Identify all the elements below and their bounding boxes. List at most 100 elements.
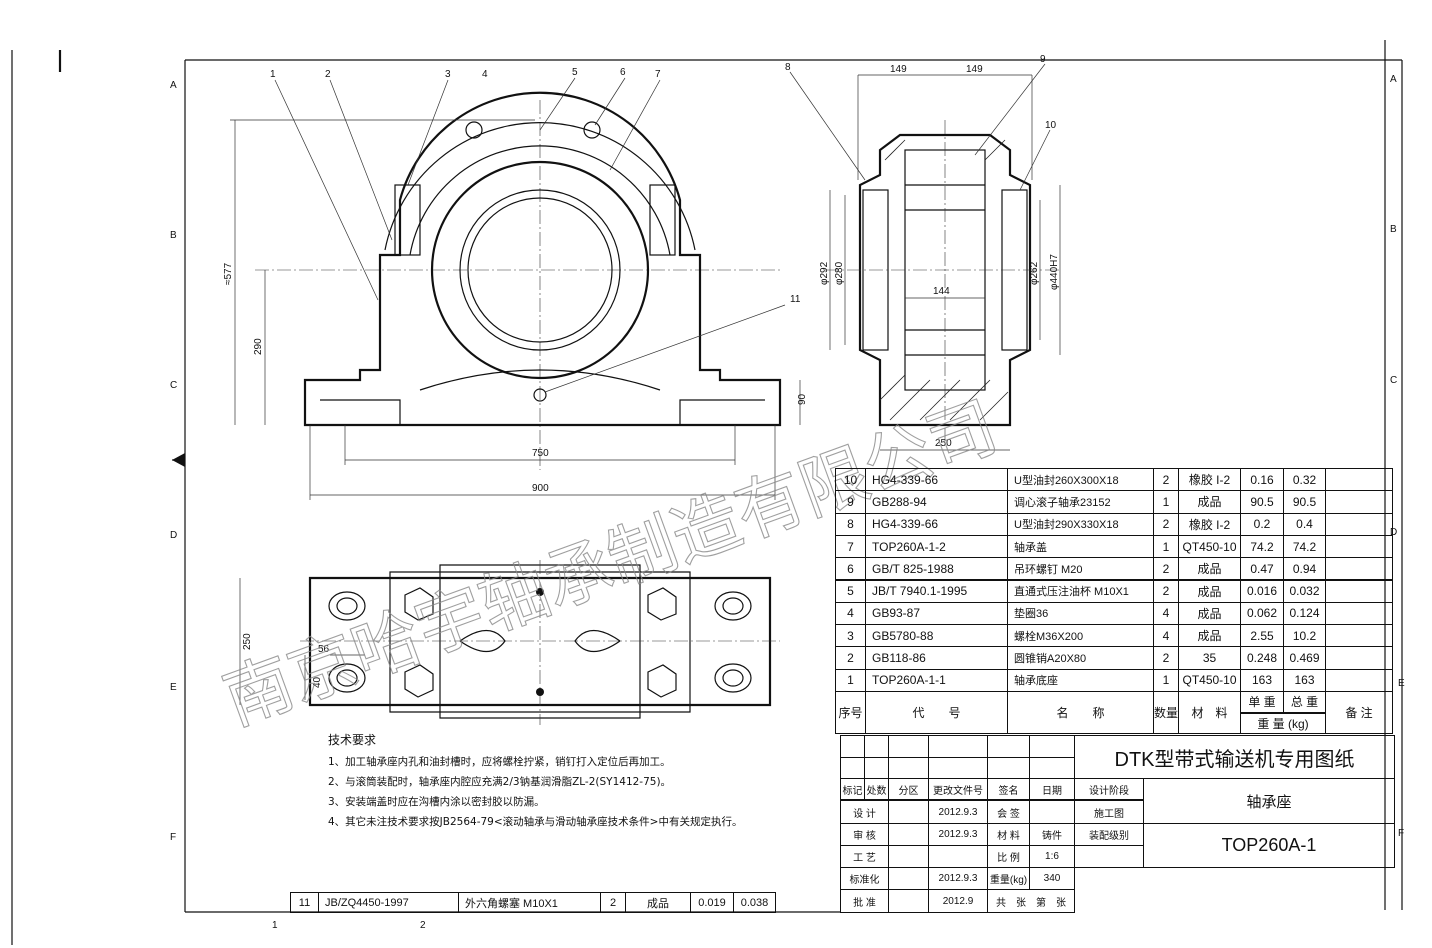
part-code-cell: HG4-339-66 bbox=[865, 512, 1008, 536]
part-total-cell: 0.469 bbox=[1283, 646, 1326, 670]
title-material-value: 铸件 bbox=[1029, 823, 1075, 846]
part-code-cell: GB5780-88 bbox=[865, 624, 1008, 648]
part-unit-cell: 0.16 bbox=[1240, 468, 1284, 492]
extra-part-material-cell: 成品 bbox=[625, 892, 691, 913]
part-total-cell: 0.4 bbox=[1283, 512, 1326, 536]
part-material-cell: 成品 bbox=[1178, 601, 1241, 626]
extra-part-name-cell: 外六角螺塞 M10X1 bbox=[458, 892, 601, 913]
header-remark: 备 注 bbox=[1325, 691, 1393, 734]
part-qty-cell: 4 bbox=[1153, 601, 1179, 626]
revision-cell bbox=[840, 735, 865, 758]
part-unit-cell: 0.47 bbox=[1240, 557, 1284, 581]
part-no-cell: 2 bbox=[835, 646, 866, 670]
svg-text:1: 1 bbox=[270, 69, 276, 80]
part-name-cell: 圆锥销A20X80 bbox=[1007, 646, 1154, 670]
part-material-cell: 橡胶 I-2 bbox=[1178, 512, 1241, 536]
part-qty-cell: 1 bbox=[1153, 490, 1179, 514]
part-code-cell: GB288-94 bbox=[865, 490, 1008, 514]
part-name-cell: U型油封260X300X18 bbox=[1007, 468, 1154, 492]
svg-text:149: 149 bbox=[890, 64, 907, 75]
part-code-cell: TOP260A-1-1 bbox=[865, 668, 1008, 692]
svg-text:4: 4 bbox=[482, 69, 488, 80]
header-total-weight: 总 重 bbox=[1283, 691, 1326, 713]
revision-header: 日期 bbox=[1029, 778, 1075, 800]
part-material-cell: 成品 bbox=[1178, 579, 1241, 603]
extra-part-unit-cell: 0.019 bbox=[690, 892, 734, 913]
svg-text:E: E bbox=[1398, 678, 1405, 689]
svg-text:3: 3 bbox=[445, 69, 451, 80]
svg-text:8: 8 bbox=[785, 62, 791, 73]
svg-text:144: 144 bbox=[933, 286, 950, 297]
revision-cell bbox=[928, 757, 988, 779]
svg-text:10: 10 bbox=[1045, 120, 1057, 131]
signature-cell bbox=[888, 889, 929, 913]
header-qty: 数量 bbox=[1153, 691, 1179, 734]
part-total-cell: 0.94 bbox=[1283, 557, 1326, 581]
svg-text:C: C bbox=[1390, 375, 1397, 386]
signature-cell bbox=[888, 845, 929, 868]
revision-cell bbox=[864, 735, 889, 758]
signature-cell bbox=[888, 867, 929, 890]
part-material-cell: QT450-10 bbox=[1178, 668, 1241, 692]
revision-header: 处数 bbox=[864, 778, 889, 800]
signature-cell bbox=[888, 800, 929, 824]
side-section-view: 149 149 250 φ292 φ280 φ262 φ440H7 144 8 … bbox=[785, 54, 1061, 451]
svg-text:A: A bbox=[170, 80, 177, 91]
revision-cell bbox=[987, 757, 1030, 779]
revision-cell bbox=[1029, 757, 1075, 779]
design-stage-label: 设计阶段 bbox=[1074, 778, 1144, 800]
svg-text:D: D bbox=[1390, 527, 1397, 538]
svg-text:6: 6 bbox=[620, 67, 626, 78]
svg-text:90: 90 bbox=[797, 393, 808, 405]
title-material-label: 材 料 bbox=[987, 823, 1030, 846]
part-remark-cell bbox=[1325, 534, 1393, 559]
svg-text:750: 750 bbox=[532, 448, 549, 459]
part-material-cell: 成品 bbox=[1178, 624, 1241, 648]
part-unit-cell: 74.2 bbox=[1240, 534, 1284, 559]
extra-part-total-cell: 0.038 bbox=[733, 892, 776, 913]
part-name: 轴承座 bbox=[1143, 778, 1395, 824]
part-unit-cell: 90.5 bbox=[1240, 490, 1284, 514]
title-design-date: 2012.9.3 bbox=[928, 800, 988, 824]
part-qty-cell: 2 bbox=[1153, 468, 1179, 492]
title-standard-date: 2012.9.3 bbox=[928, 867, 988, 890]
header-material: 材 料 bbox=[1178, 691, 1241, 734]
title-weight-label: 重量(kg) bbox=[987, 867, 1030, 890]
part-name-cell: 调心滚子轴承23152 bbox=[1007, 490, 1154, 514]
note-item: 1、加工轴承座内孔和油封槽时，应将螺栓拧紧，销钉打入定位后再加工。 bbox=[328, 756, 671, 768]
part-unit-cell: 0.016 bbox=[1240, 579, 1284, 603]
note-item: 3、安装端盖时应在沟槽内涂以密封胶以防漏。 bbox=[328, 796, 545, 808]
part-name-cell: 轴承盖 bbox=[1007, 534, 1154, 559]
title-review-date: 2012.9.3 bbox=[928, 823, 988, 846]
revision-cell bbox=[1029, 735, 1075, 758]
drawing-number: TOP260A-1 bbox=[1143, 823, 1395, 868]
part-total-cell: 74.2 bbox=[1283, 534, 1326, 559]
svg-text:D: D bbox=[170, 530, 177, 541]
part-qty-cell: 2 bbox=[1153, 557, 1179, 581]
part-no-cell: 5 bbox=[835, 579, 866, 603]
title-weight: 340 bbox=[1029, 867, 1075, 890]
note-item: 4、其它未注技术要求按JB2564-79<滚动轴承与滑动轴承座技术条件>中有关规… bbox=[328, 816, 743, 828]
part-total-cell: 0.032 bbox=[1283, 579, 1326, 603]
part-no-cell: 4 bbox=[835, 601, 866, 626]
part-qty-cell: 2 bbox=[1153, 579, 1179, 603]
svg-text:φ262: φ262 bbox=[1029, 261, 1040, 285]
svg-text:C: C bbox=[170, 380, 177, 391]
part-name-cell: U型油封290X330X18 bbox=[1007, 512, 1154, 536]
part-total-cell: 0.124 bbox=[1283, 601, 1326, 626]
title-scale: 1:6 bbox=[1029, 845, 1075, 868]
part-remark-cell bbox=[1325, 512, 1393, 536]
svg-text:40: 40 bbox=[312, 676, 323, 688]
title-scale-label: 比 例 bbox=[987, 845, 1030, 868]
part-remark-cell bbox=[1325, 557, 1393, 581]
extra-part-no-cell: 11 bbox=[290, 892, 319, 913]
header-weight-kg: 重 量 (kg) bbox=[1240, 712, 1326, 734]
svg-text:φ280: φ280 bbox=[834, 261, 845, 285]
drawing-series-title: DTK型带式输送机专用图纸 bbox=[1074, 735, 1395, 779]
grid-labels: A B C D E F A B C D E F 1 2 bbox=[170, 74, 1405, 931]
signature-cell bbox=[1074, 845, 1144, 868]
title-approve: 批 准 bbox=[840, 889, 889, 913]
title-review: 审 核 bbox=[840, 823, 889, 846]
part-qty-cell: 4 bbox=[1153, 624, 1179, 648]
header-name: 名 称 bbox=[1007, 691, 1154, 734]
